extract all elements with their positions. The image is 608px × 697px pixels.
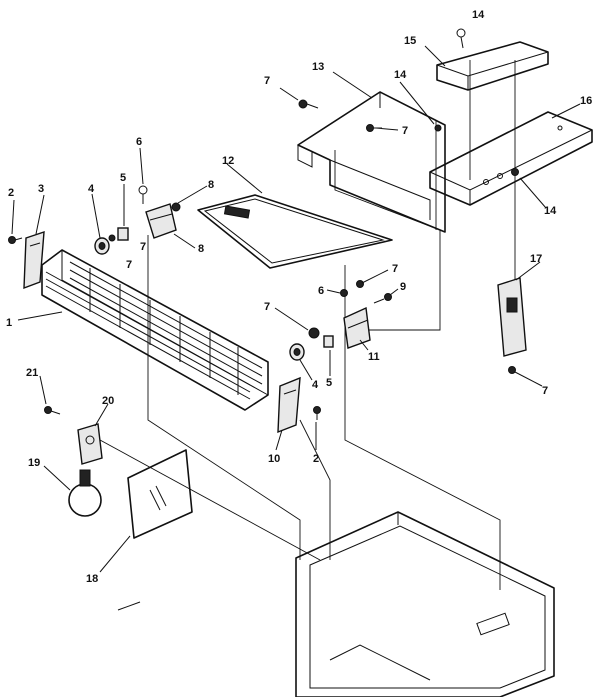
end-cap-part-10 xyxy=(277,376,301,434)
screw-part-2-left xyxy=(8,236,23,244)
callout-18: 18 xyxy=(86,573,98,585)
callout-labels: 1 2 2 3 4 4 5 5 6 6 7 7 7 7 7 7 7 8 8 9 … xyxy=(6,9,592,585)
callout-5: 5 xyxy=(120,172,126,184)
screw-part-7-grille xyxy=(108,234,116,242)
callout-7: 7 xyxy=(542,385,548,397)
screw-part-7-mid xyxy=(356,280,364,288)
callout-2: 2 xyxy=(8,187,14,199)
clip-part-5-left xyxy=(117,227,129,241)
callout-7: 7 xyxy=(402,125,408,137)
switch-bracket-part-11 xyxy=(343,306,371,349)
knob-part-4-left xyxy=(94,237,110,255)
callout-leader-lines xyxy=(11,45,581,611)
base-plate-part-16 xyxy=(429,111,593,206)
callout-19: 19 xyxy=(28,457,40,469)
callout-16: 16 xyxy=(580,95,592,107)
callout-14: 14 xyxy=(472,9,485,21)
screw-part-14-lower xyxy=(511,168,519,176)
callout-17: 17 xyxy=(530,253,542,265)
callout-14: 14 xyxy=(544,205,557,217)
callout-3: 3 xyxy=(38,183,44,195)
screw-part-14-top xyxy=(456,28,466,49)
callout-21: 21 xyxy=(26,367,38,379)
screw-part-6-top xyxy=(138,185,148,204)
callout-13: 13 xyxy=(312,61,324,73)
callout-14: 14 xyxy=(394,69,407,81)
grille-slats xyxy=(45,261,263,400)
lamp-socket-part-20 xyxy=(77,423,103,465)
lamp-shield-part-18 xyxy=(127,449,193,539)
callout-8: 8 xyxy=(208,179,214,191)
callout-7: 7 xyxy=(264,301,270,313)
callout-7: 7 xyxy=(126,259,132,271)
callout-15: 15 xyxy=(404,35,416,47)
clip-part-5-right xyxy=(323,335,334,348)
bracket-part-8-upper xyxy=(171,202,181,212)
screw-part-14-mid xyxy=(434,124,442,132)
callout-9: 9 xyxy=(400,281,406,293)
callout-6: 6 xyxy=(136,136,142,148)
callout-11: 11 xyxy=(368,351,380,363)
cabinet-liner xyxy=(295,511,555,697)
callout-12: 12 xyxy=(222,155,234,167)
callout-7: 7 xyxy=(140,241,146,253)
bulb-part-19 xyxy=(68,469,102,517)
screw-part-6-mid xyxy=(340,289,348,297)
callout-1: 1 xyxy=(6,317,12,329)
bracket-part-8-lower xyxy=(145,203,177,239)
front-grille-part-1 xyxy=(41,249,269,411)
socket-screw-part-21 xyxy=(44,406,61,415)
screw-part-9 xyxy=(373,293,392,304)
knob-part-4-right xyxy=(289,343,305,361)
screw-part-7-top-left xyxy=(298,99,319,109)
callout-4: 4 xyxy=(88,183,95,195)
callout-2: 2 xyxy=(313,453,319,465)
callout-20: 20 xyxy=(102,395,114,407)
callout-7: 7 xyxy=(264,75,270,87)
top-cover-part-13 xyxy=(297,91,446,233)
callout-6: 6 xyxy=(318,285,324,297)
callout-10: 10 xyxy=(268,453,280,465)
callout-5: 5 xyxy=(326,377,332,389)
screw-part-7-bottom-right xyxy=(508,366,516,374)
screw-part-2-right xyxy=(313,406,321,420)
cover-bracket-part-15 xyxy=(436,41,549,91)
end-cap-part-3 xyxy=(23,231,45,290)
callout-8: 8 xyxy=(198,243,204,255)
callout-4: 4 xyxy=(312,379,319,391)
callout-7: 7 xyxy=(392,263,398,275)
glass-shelf-part-12 xyxy=(197,194,393,269)
screw-part-7-knob xyxy=(308,327,320,339)
switch-part-17 xyxy=(497,277,527,357)
